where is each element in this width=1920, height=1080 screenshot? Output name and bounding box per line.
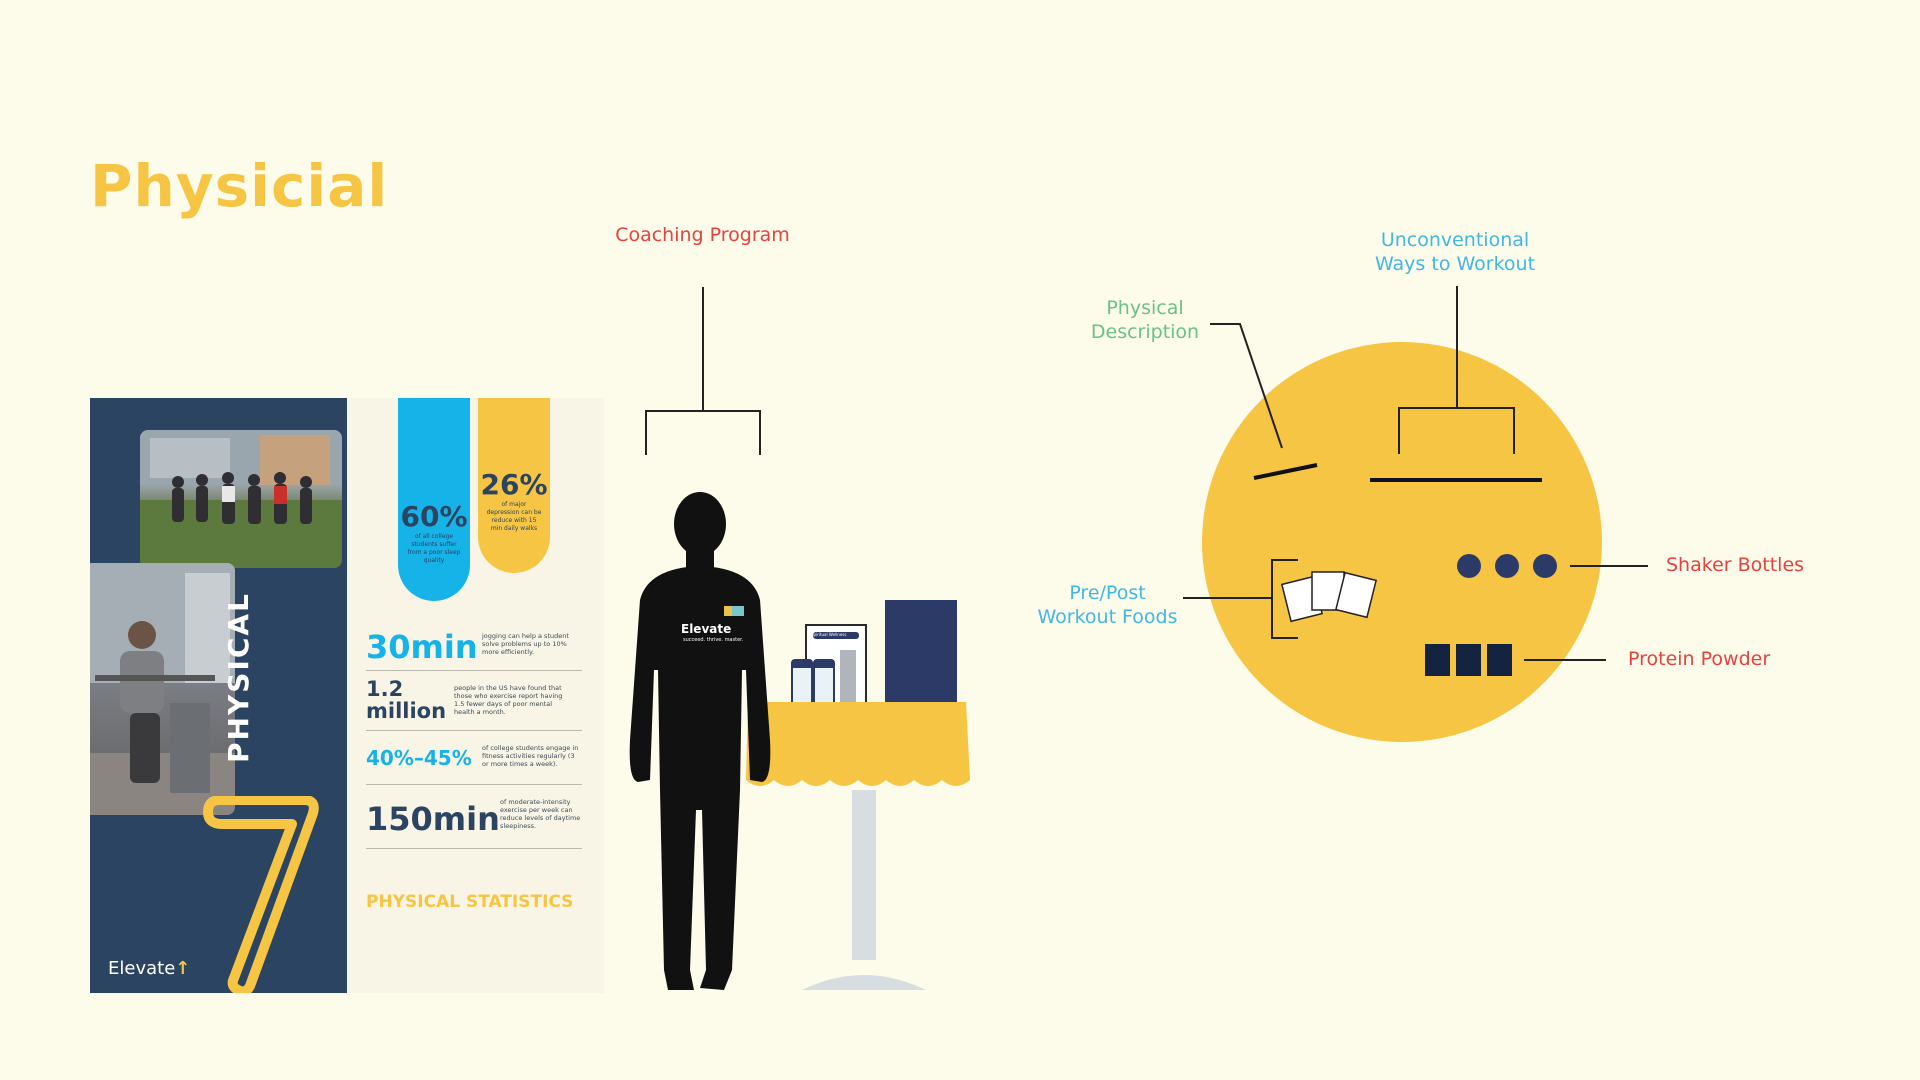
page-title: Physicial	[90, 152, 389, 220]
booth-illustration	[629, 492, 970, 990]
stat-60-desc: of all college students suffer from a po…	[407, 533, 461, 564]
number-seven-graphic	[203, 796, 319, 993]
stat-desc: of college students engage in fitness ac…	[482, 744, 579, 768]
stat-row: 40%–45% of college students engage in fi…	[366, 732, 582, 785]
stat-60-value: 60%	[400, 500, 468, 533]
physical-poster: PHYSICAL Elevate↑ 60% of all college stu…	[90, 398, 604, 993]
stat-26-desc: of major depression can be reduce with 1…	[486, 501, 542, 532]
stat-row: 30min jogging can help a student solve p…	[366, 616, 582, 671]
poster-elevate-logo: Elevate↑	[108, 958, 190, 979]
unconventional-line-1: Unconventional	[1380, 229, 1530, 251]
poster-logo-text: Elevate	[108, 958, 176, 979]
poster-vertical-title: PHYSICAL	[222, 592, 255, 763]
stat-value: 150min	[366, 800, 500, 838]
booth-plan-markings	[1183, 286, 1648, 676]
coaching-program-label: Coaching Program	[615, 224, 790, 246]
stat-desc: people in the US have found that those w…	[454, 684, 563, 716]
shaker-bottles-label: Shaker Bottles	[1666, 554, 1805, 576]
unconventional-workout-label: Unconventional Ways to Workout	[1360, 228, 1550, 276]
physical-desc-line-2: Description	[1090, 321, 1200, 343]
poster-logo-arrow: ↑	[175, 958, 191, 979]
prepost-workout-label: Pre/Post Workout Foods	[1030, 581, 1185, 629]
stat-pill-yellow: 26% of major depression can be reduce wi…	[478, 398, 550, 573]
physical-description-label: Physical Description	[1080, 296, 1210, 344]
coaching-bracket	[645, 287, 761, 455]
stat-value: 30min	[366, 628, 478, 666]
physical-desc-line-1: Physical	[1106, 297, 1184, 319]
sign-header-text: Spiritual Wellness	[811, 632, 847, 637]
students-group-photo	[140, 430, 342, 568]
prepost-line-1: Pre/Post	[1069, 582, 1146, 604]
unconventional-line-2: Ways to Workout	[1374, 253, 1536, 275]
stat-pill-blue: 60% of all college students suffer from …	[398, 398, 470, 601]
stat-desc: of moderate-intensity exercise per week …	[500, 798, 581, 830]
stat-26-value: 26%	[480, 468, 548, 501]
stat-value: 1.2 million	[366, 677, 447, 723]
stat-row: 1.2 million people in the US have found …	[366, 672, 582, 731]
poster-navy-panel: PHYSICAL Elevate↑	[90, 398, 347, 993]
stat-desc: jogging can help a student solve problem…	[482, 632, 569, 656]
shirt-logo-tagline: succeed. thrive. master.	[683, 637, 744, 643]
stat-value: 40%–45%	[366, 746, 472, 770]
shirt-logo-text: Elevate	[681, 622, 732, 636]
stat-row: 150min of moderate-intensity exercise pe…	[366, 786, 582, 849]
gym-workout-photo	[90, 563, 235, 815]
protein-powder-label: Protein Powder	[1628, 648, 1771, 670]
poster-footer-title: PHYSICAL STATISTICS	[366, 892, 574, 912]
prepost-line-2: Workout Foods	[1037, 606, 1178, 628]
